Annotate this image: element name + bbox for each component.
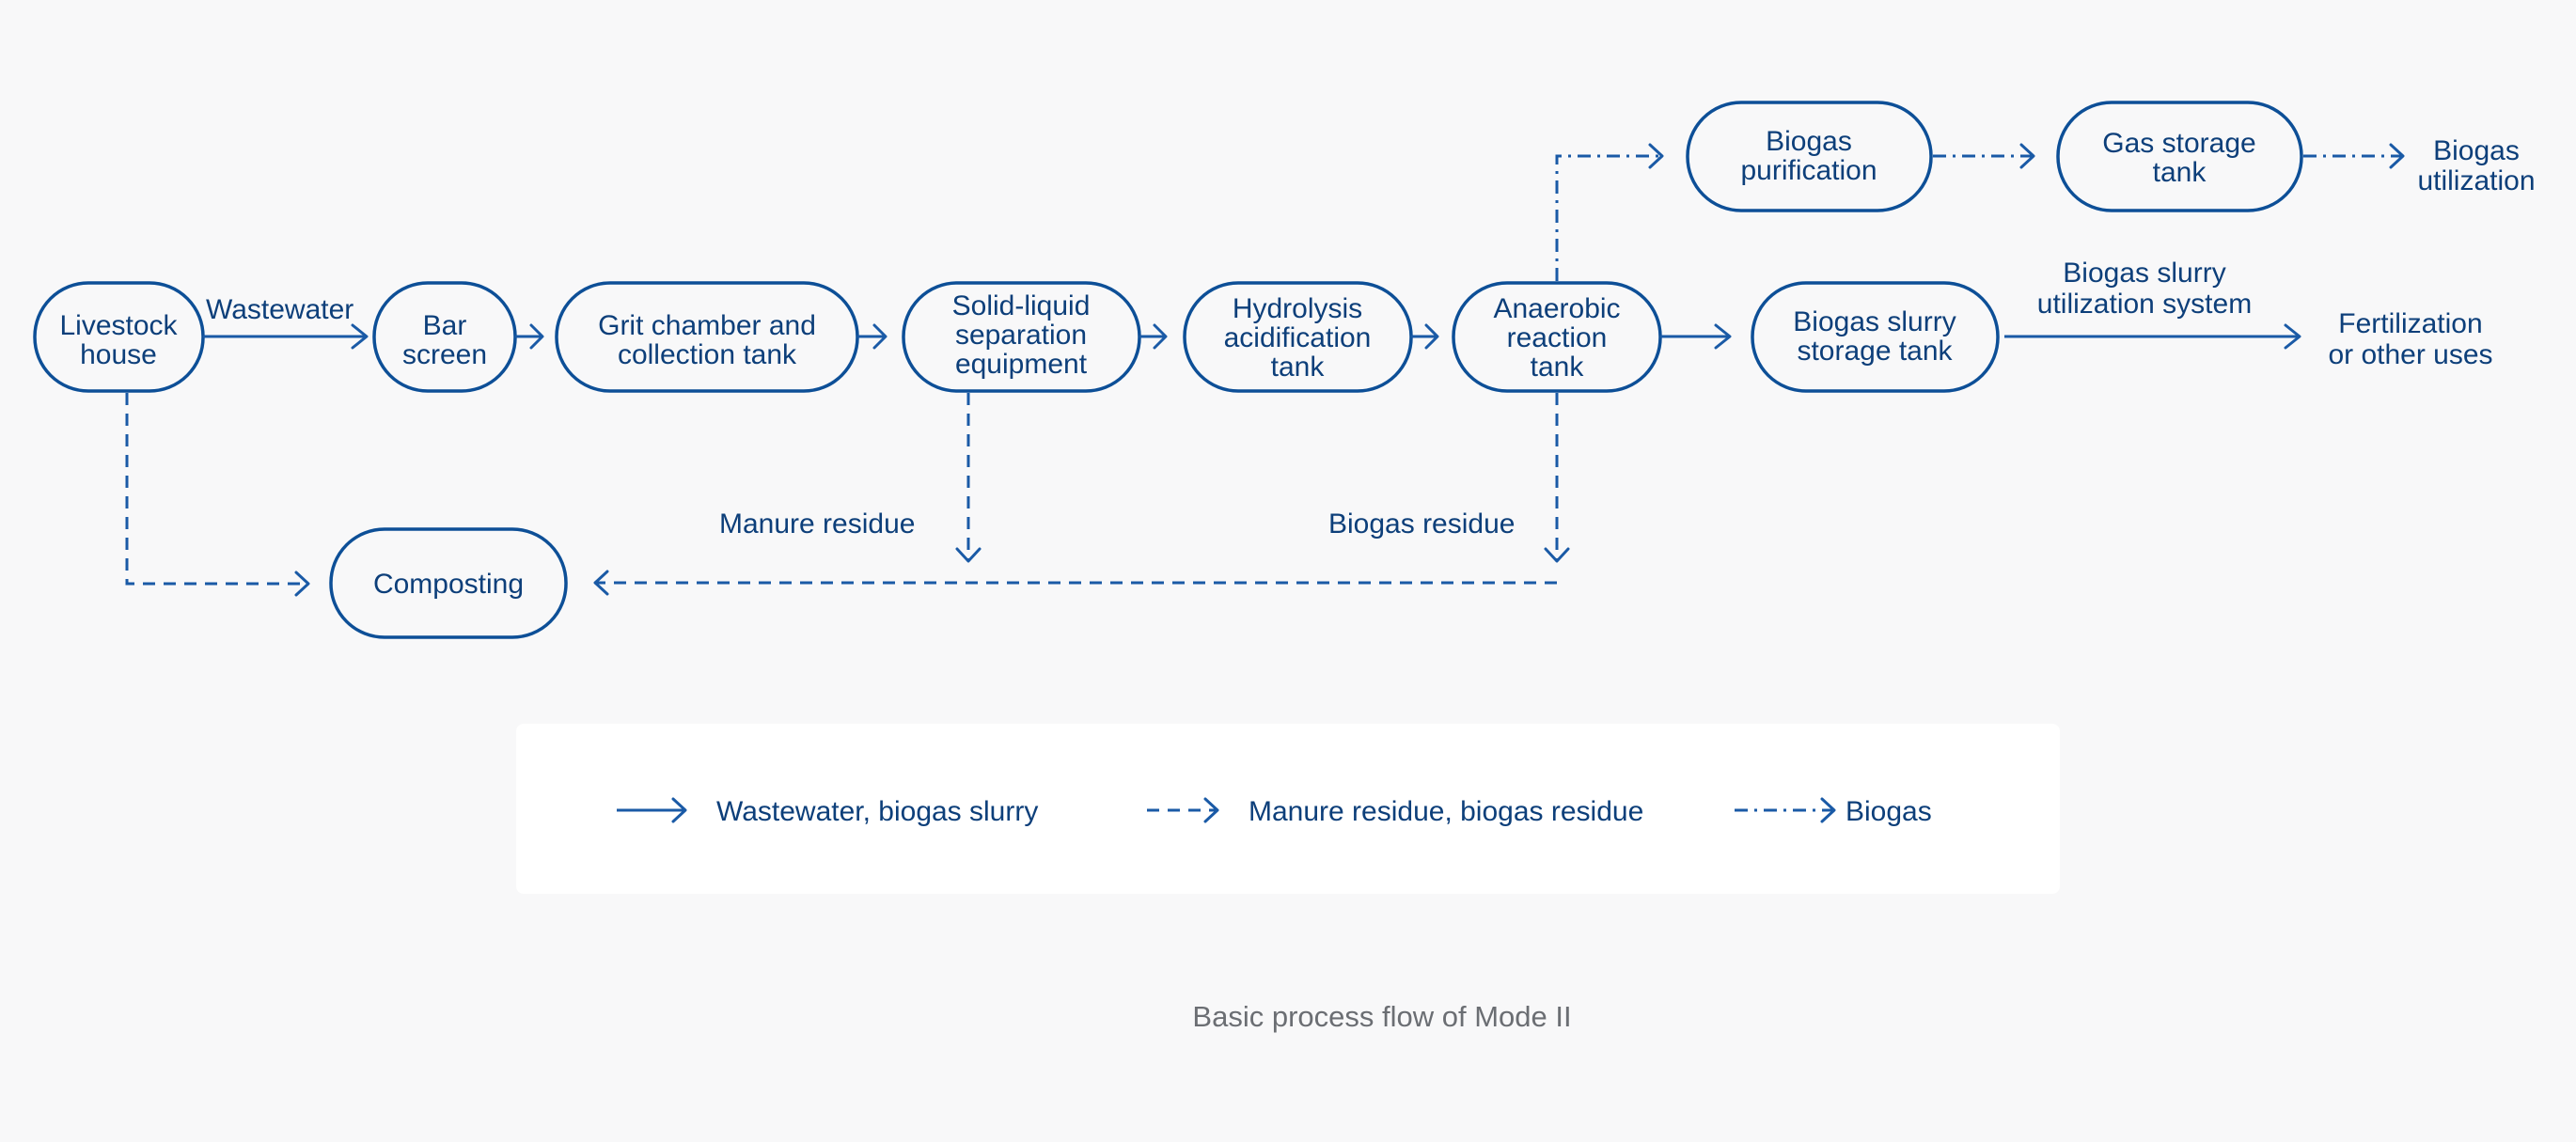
legend: Wastewater, biogas slurry Manure residue… (516, 724, 2060, 894)
legend-solid-symbol (617, 797, 687, 823)
anaerobic-to-purification-dashdot (1555, 143, 1664, 281)
hydrolysis-to-anaerobic-arrow (1411, 323, 1439, 350)
label-wastewater: Wastewater (206, 294, 353, 325)
legend-dashed-label: Manure residue, biogas residue (1249, 796, 1643, 827)
manure-residue-dashed (955, 393, 982, 563)
legend-dashdot-label: Biogas (1846, 796, 1932, 827)
wastewater-flow (203, 323, 369, 350)
node-composting: Composting (329, 527, 568, 639)
grit-to-separation-arrow (857, 323, 887, 350)
anaerobic-to-slurry-storage-arrow (1660, 323, 1732, 350)
slurry-to-fertilization-arrow (2004, 323, 2301, 350)
legend-dashed-symbol (1147, 797, 1219, 823)
legend-solid-label: Wastewater, biogas slurry (716, 796, 1038, 827)
gas-storage-to-utilization-dashdot (2303, 143, 2405, 169)
label-biogas-residue: Biogas residue (1328, 508, 1515, 540)
legend-box (516, 724, 2060, 894)
label-manure-residue: Manure residue (719, 508, 915, 540)
legend-dashdot-symbol (1735, 797, 1836, 823)
svg-text:Composting: Composting (373, 569, 524, 600)
livestock-to-composting-dashed (125, 393, 310, 597)
figure-caption: Basic process flow of Mode II (1192, 1000, 1571, 1033)
residue-to-composting-dashed (593, 570, 1557, 596)
biogas-residue-dashed (1544, 393, 1570, 563)
purification-to-gas-storage-dashdot (1933, 143, 2035, 169)
separation-to-hydrolysis-arrow (1139, 323, 1168, 350)
bar-to-grit-arrow (515, 323, 544, 350)
